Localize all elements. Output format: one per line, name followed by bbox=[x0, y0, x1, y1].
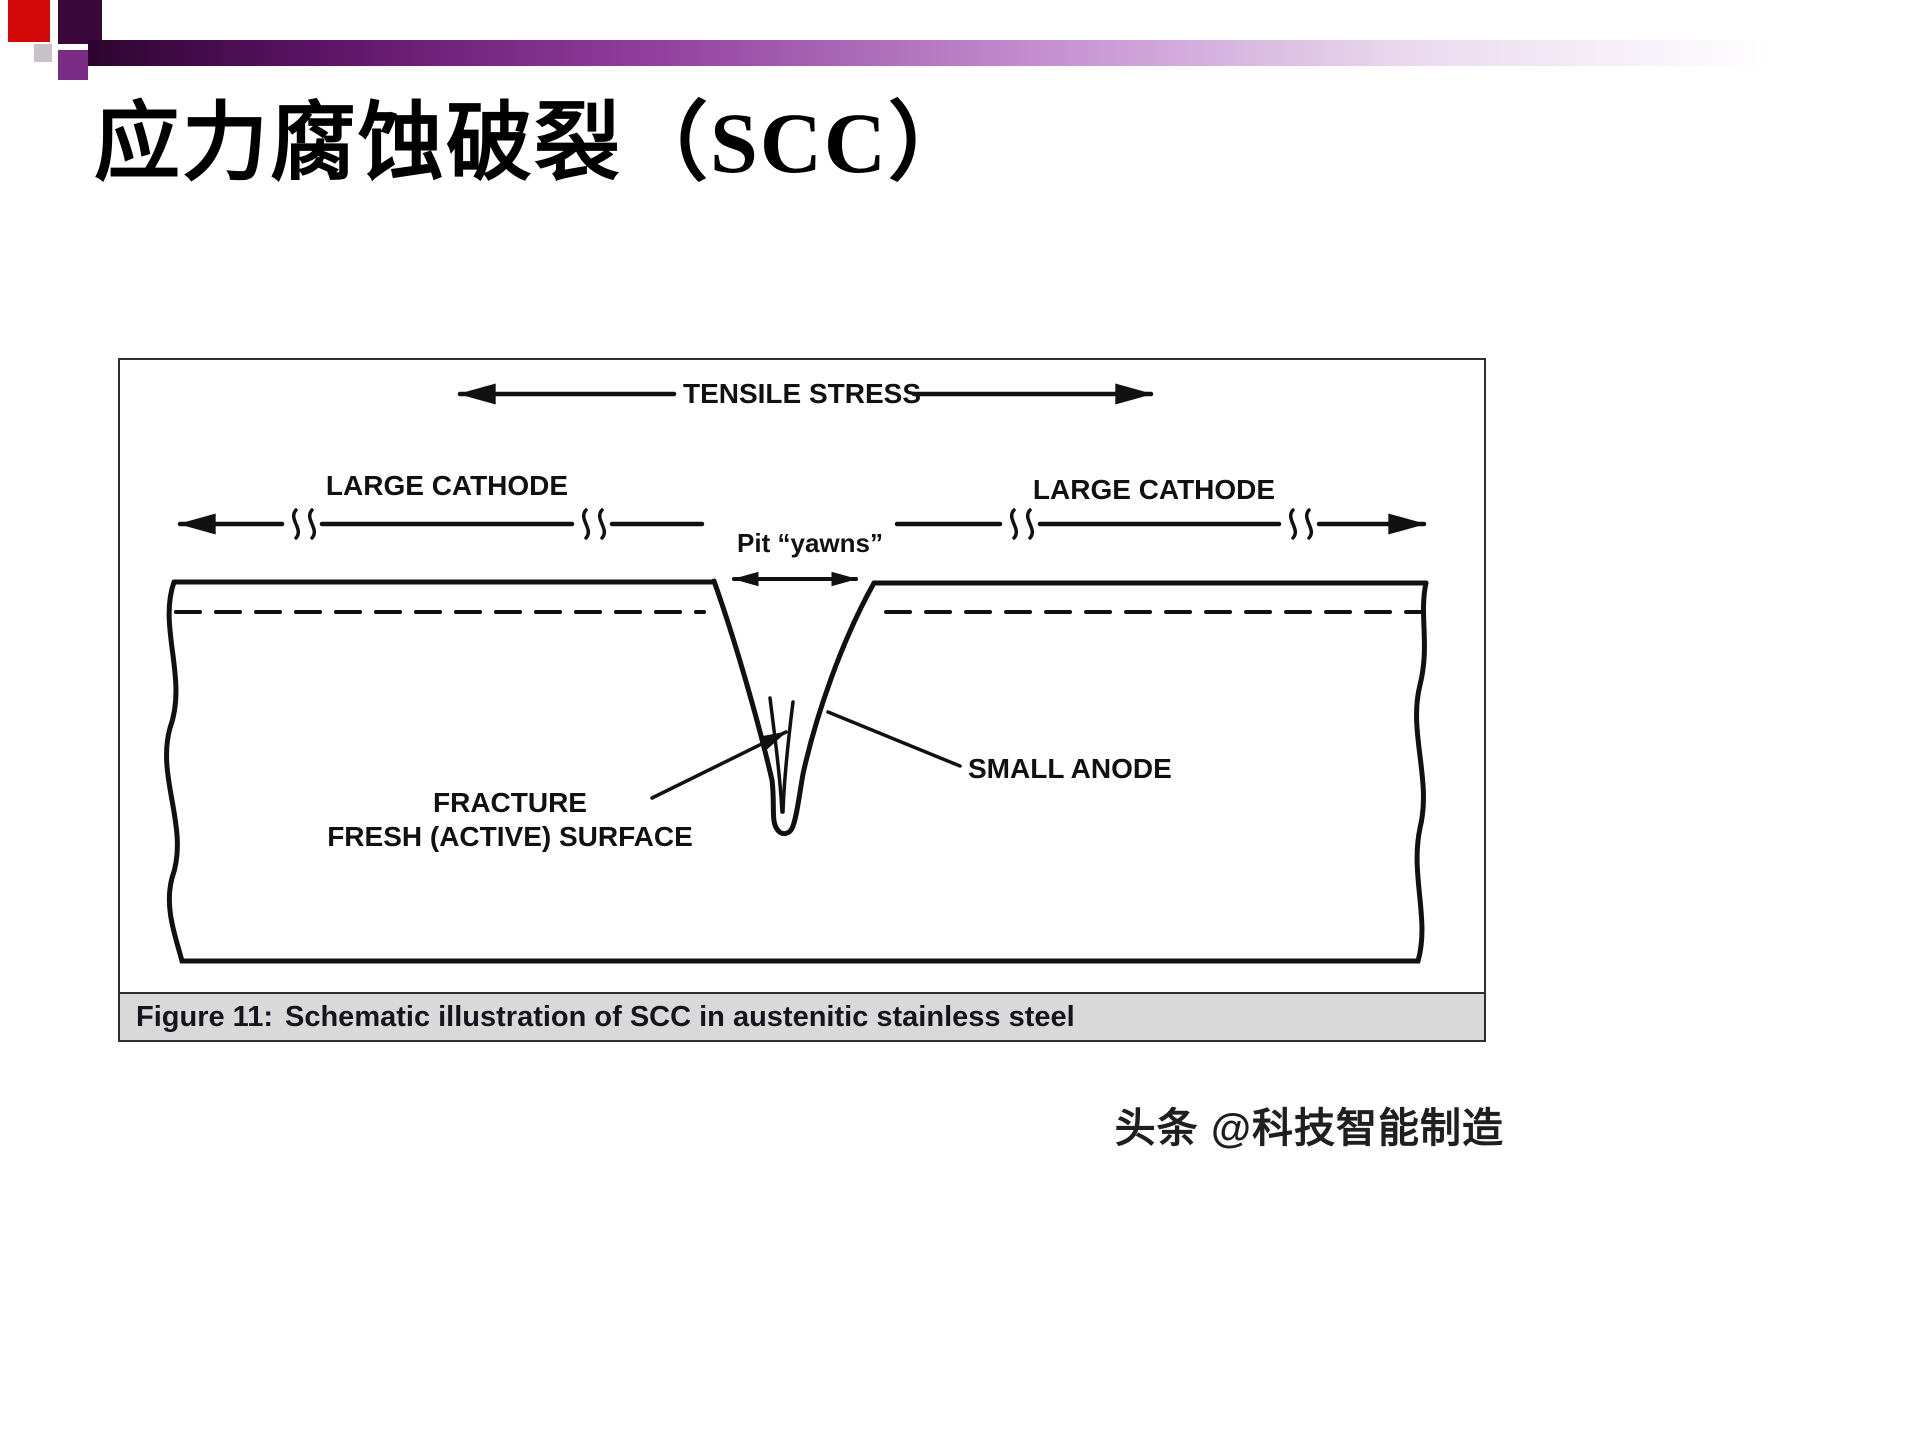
scc-diagram: TENSILE STRESS LARGE CATHODE LARGE CATHO… bbox=[120, 378, 1484, 964]
small-anode-leader-line bbox=[826, 710, 962, 768]
page-title: 应力腐蚀破裂（SCC） bbox=[94, 95, 977, 191]
metal-block-outline bbox=[164, 579, 1429, 964]
deco-square-purple bbox=[58, 50, 88, 80]
figure-caption-prefix: Figure 11: bbox=[136, 1000, 273, 1033]
deco-square-red bbox=[8, 0, 50, 42]
figure-caption: Figure 11: Schematic illustration of SCC… bbox=[120, 992, 1484, 1040]
break-symbol bbox=[1010, 508, 1034, 540]
scc-figure: TENSILE STRESS LARGE CATHODE LARGE CATHO… bbox=[118, 358, 1486, 1042]
deco-square-gray bbox=[34, 44, 52, 62]
corrosion-pit bbox=[711, 578, 877, 836]
large-cathode-left-label: LARGE CATHODE bbox=[326, 470, 568, 501]
break-symbol bbox=[292, 508, 316, 540]
fracture-crack bbox=[781, 700, 795, 814]
fracture-crack bbox=[768, 696, 784, 814]
deco-gradient-bar bbox=[88, 40, 1920, 66]
break-symbol bbox=[582, 508, 606, 540]
fresh-surface-label: FRESH (ACTIVE) SURFACE bbox=[327, 821, 693, 852]
tensile-stress-label: TENSILE STRESS bbox=[683, 378, 921, 409]
large-cathode-right-label: LARGE CATHODE bbox=[1033, 474, 1275, 505]
pit-yawns-label: Pit “yawns” bbox=[737, 528, 883, 558]
fracture-label: FRACTURE bbox=[433, 787, 587, 818]
break-symbol bbox=[1289, 508, 1313, 540]
deco-square-dark-purple bbox=[58, 0, 102, 44]
small-anode-label: SMALL ANODE bbox=[968, 753, 1172, 784]
watermark: 头条 @科技智能制造 bbox=[1114, 1105, 1504, 1151]
figure-caption-text: Schematic illustration of SCC in austeni… bbox=[285, 1000, 1075, 1033]
fracture-leader-arrow bbox=[650, 730, 788, 800]
